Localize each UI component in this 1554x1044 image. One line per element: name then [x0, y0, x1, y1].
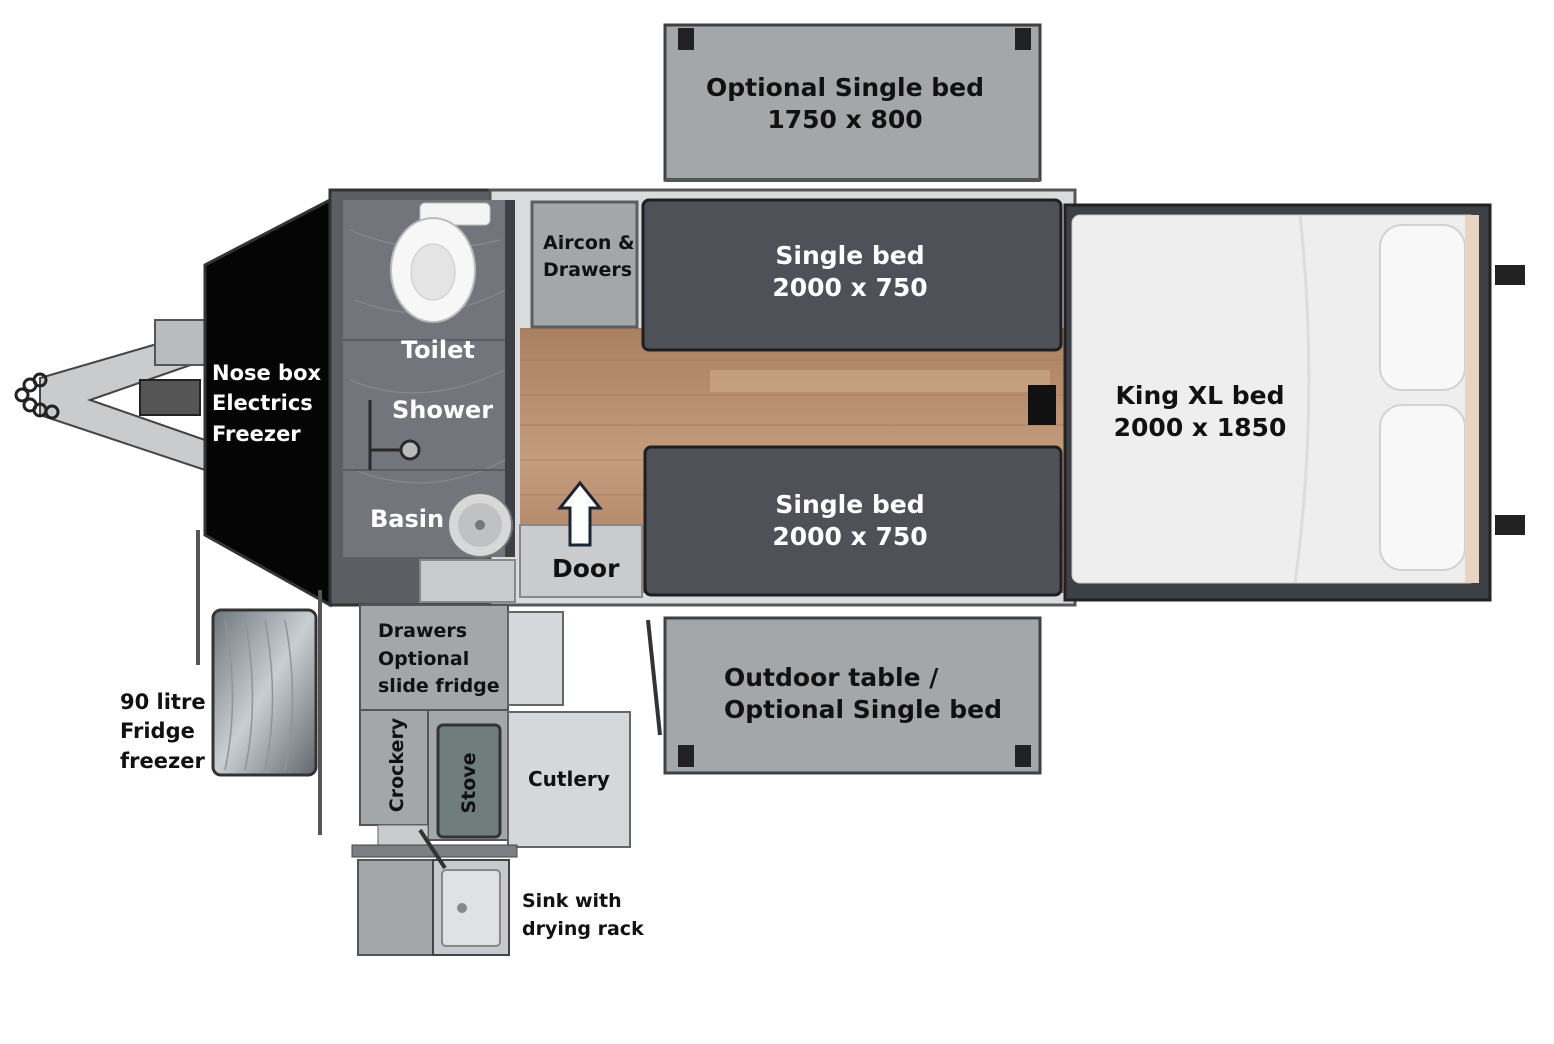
- label-stove: Stove: [458, 752, 480, 814]
- label-line: Aircon &: [543, 232, 635, 254]
- label-shower: Shower: [392, 396, 494, 424]
- label-line: King XL bed: [1115, 381, 1285, 410]
- label-line: Drawers: [378, 620, 468, 642]
- label-line: Freezer: [212, 421, 301, 446]
- label-line: 1750 x 800: [767, 105, 923, 134]
- label-line: slide fridge: [378, 675, 500, 698]
- safety-chain: [14, 372, 60, 420]
- label-outdoor-table: Outdoor table / Optional Single bed: [724, 662, 1002, 726]
- king-xl-bed: [1063, 203, 1525, 602]
- label-line: Optional: [378, 647, 470, 670]
- label-line: Sink with: [522, 890, 622, 912]
- label-crockery: Crockery: [386, 717, 408, 813]
- label-line: 2000 x 750: [772, 522, 928, 551]
- toilet-fixture: [390, 202, 491, 323]
- label-line: Electrics: [212, 391, 313, 416]
- label-line: Optional Single bed: [705, 73, 985, 102]
- label-nose-box: Nose box Electrics Freezer: [212, 358, 321, 449]
- single-bed-bottom: [643, 445, 1063, 597]
- label-basin: Basin: [370, 505, 445, 533]
- label-line: Single bed: [775, 490, 925, 519]
- label-king-xl-bed: King XL bed 2000 x 1850: [1100, 380, 1300, 444]
- label-line: Optional Single bed: [724, 695, 1003, 724]
- label-sink: Sink with drying rack: [522, 888, 644, 943]
- label-line: freezer: [120, 748, 205, 773]
- entry-arrow-icon: [556, 480, 604, 547]
- label-line: Single bed: [775, 241, 925, 270]
- label-drawers-fridge: Drawers Optional slide fridge: [378, 618, 500, 701]
- label-single-bed-bottom: Single bed 2000 x 750: [700, 489, 1000, 553]
- label-single-bed-top: Single bed 2000 x 750: [700, 240, 1000, 304]
- drawbar: [14, 319, 206, 472]
- aircon-drawers-cabinet: [530, 200, 639, 329]
- label-fridge-freezer: 90 litre Fridge freezer: [120, 688, 206, 776]
- fridge-freezer-unit: [196, 530, 322, 835]
- label-aircon-drawers: Aircon & Drawers: [543, 230, 635, 283]
- label-line: 90 litre: [120, 690, 206, 714]
- label-door: Door: [552, 554, 620, 583]
- basin-fixture: [447, 492, 513, 558]
- label-line: 2000 x 1850: [1113, 413, 1287, 442]
- outdoor-table-flap: [646, 616, 1042, 775]
- optional-single-bed-top: [663, 23, 1042, 182]
- label-line: Fridge: [120, 719, 195, 744]
- kitchen-module: [351, 604, 631, 956]
- label-toilet: Toilet: [401, 336, 475, 364]
- label-line: Drawers: [543, 258, 633, 281]
- label-line: 2000 x 750: [772, 273, 928, 302]
- label-line: Outdoor table /: [724, 663, 939, 692]
- shower-fitting: [368, 400, 421, 470]
- label-optional-single-bed-top: Optional Single bed 1750 x 800: [680, 72, 1010, 136]
- single-bed-top: [641, 198, 1063, 352]
- label-line: Nose box: [212, 361, 322, 385]
- label-line: drying rack: [522, 917, 644, 940]
- label-cutlery: Cutlery: [528, 767, 610, 791]
